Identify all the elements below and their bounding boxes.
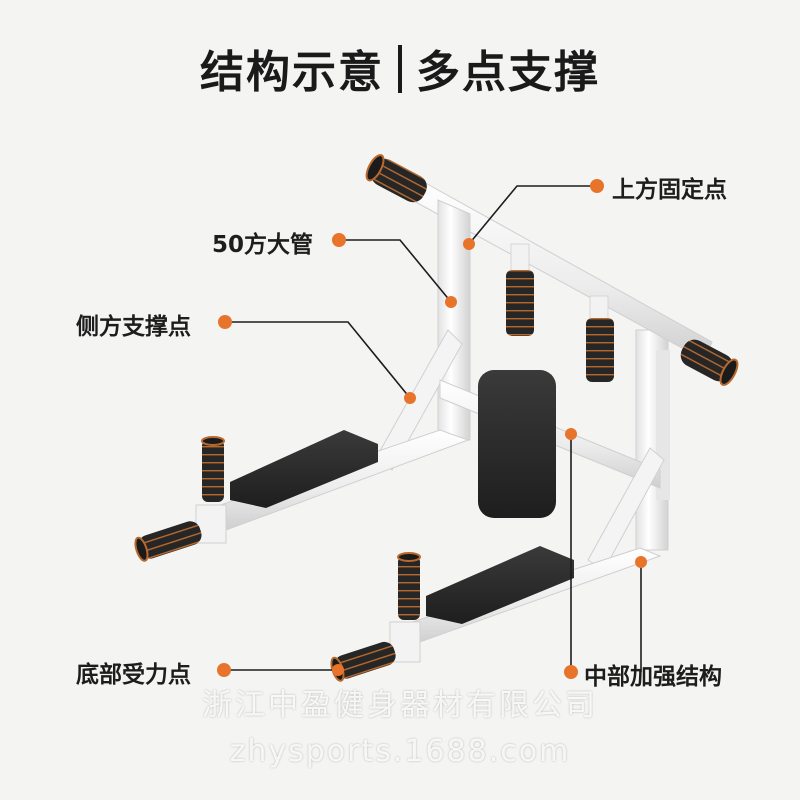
dot-tube xyxy=(445,296,457,308)
dot-mid-a xyxy=(565,428,577,440)
back-pad xyxy=(478,370,556,518)
dot-top-fixed xyxy=(463,238,475,250)
label-tube-50: 50方大管 xyxy=(212,232,314,258)
callout-line-side xyxy=(226,321,411,399)
hanging-grip-right xyxy=(586,295,614,382)
dot-tube-label xyxy=(332,233,346,247)
title-right: 多点支撑 xyxy=(416,47,600,98)
callout-line-tube xyxy=(340,239,452,303)
label-top-fixed-point: 上方固定点 xyxy=(612,177,727,203)
title-divider xyxy=(398,45,402,93)
label-middle-reinforcement: 中部加强结构 xyxy=(584,664,722,690)
top-right-grip xyxy=(680,339,739,386)
dot-mid-b xyxy=(635,556,647,568)
label-side-support-point: 侧方支撑点 xyxy=(76,314,191,340)
hanging-grip-left xyxy=(506,243,534,336)
right-upright xyxy=(635,329,670,551)
watermark-company: 浙江中盈健身器材有限公司 xyxy=(202,688,598,723)
callout-line-top xyxy=(468,185,596,245)
label-bottom-force-point: 底部受力点 xyxy=(76,662,191,688)
watermark-site: zhysports.1688.com xyxy=(229,734,571,769)
dot-side-label xyxy=(218,315,232,329)
page-title: 结构示意多点支撑 xyxy=(0,36,800,100)
top-left-grip xyxy=(365,154,427,203)
dot-top-fixed-label xyxy=(590,179,604,193)
right-seat-pad xyxy=(426,546,574,624)
front-vertical-grip-left xyxy=(201,436,225,502)
front-vertical-grip-right xyxy=(397,552,421,620)
dot-bottom xyxy=(332,664,344,676)
front-horizontal-grip-left xyxy=(134,521,202,562)
callout-lines xyxy=(224,185,642,672)
dot-side xyxy=(404,392,416,404)
title-left: 结构示意 xyxy=(200,47,384,98)
callout-dots xyxy=(217,179,647,679)
dot-mid-label xyxy=(564,665,578,679)
left-diagonal-brace xyxy=(375,329,463,471)
left-seat-pad xyxy=(230,430,378,508)
dot-bottom-label xyxy=(217,663,231,677)
